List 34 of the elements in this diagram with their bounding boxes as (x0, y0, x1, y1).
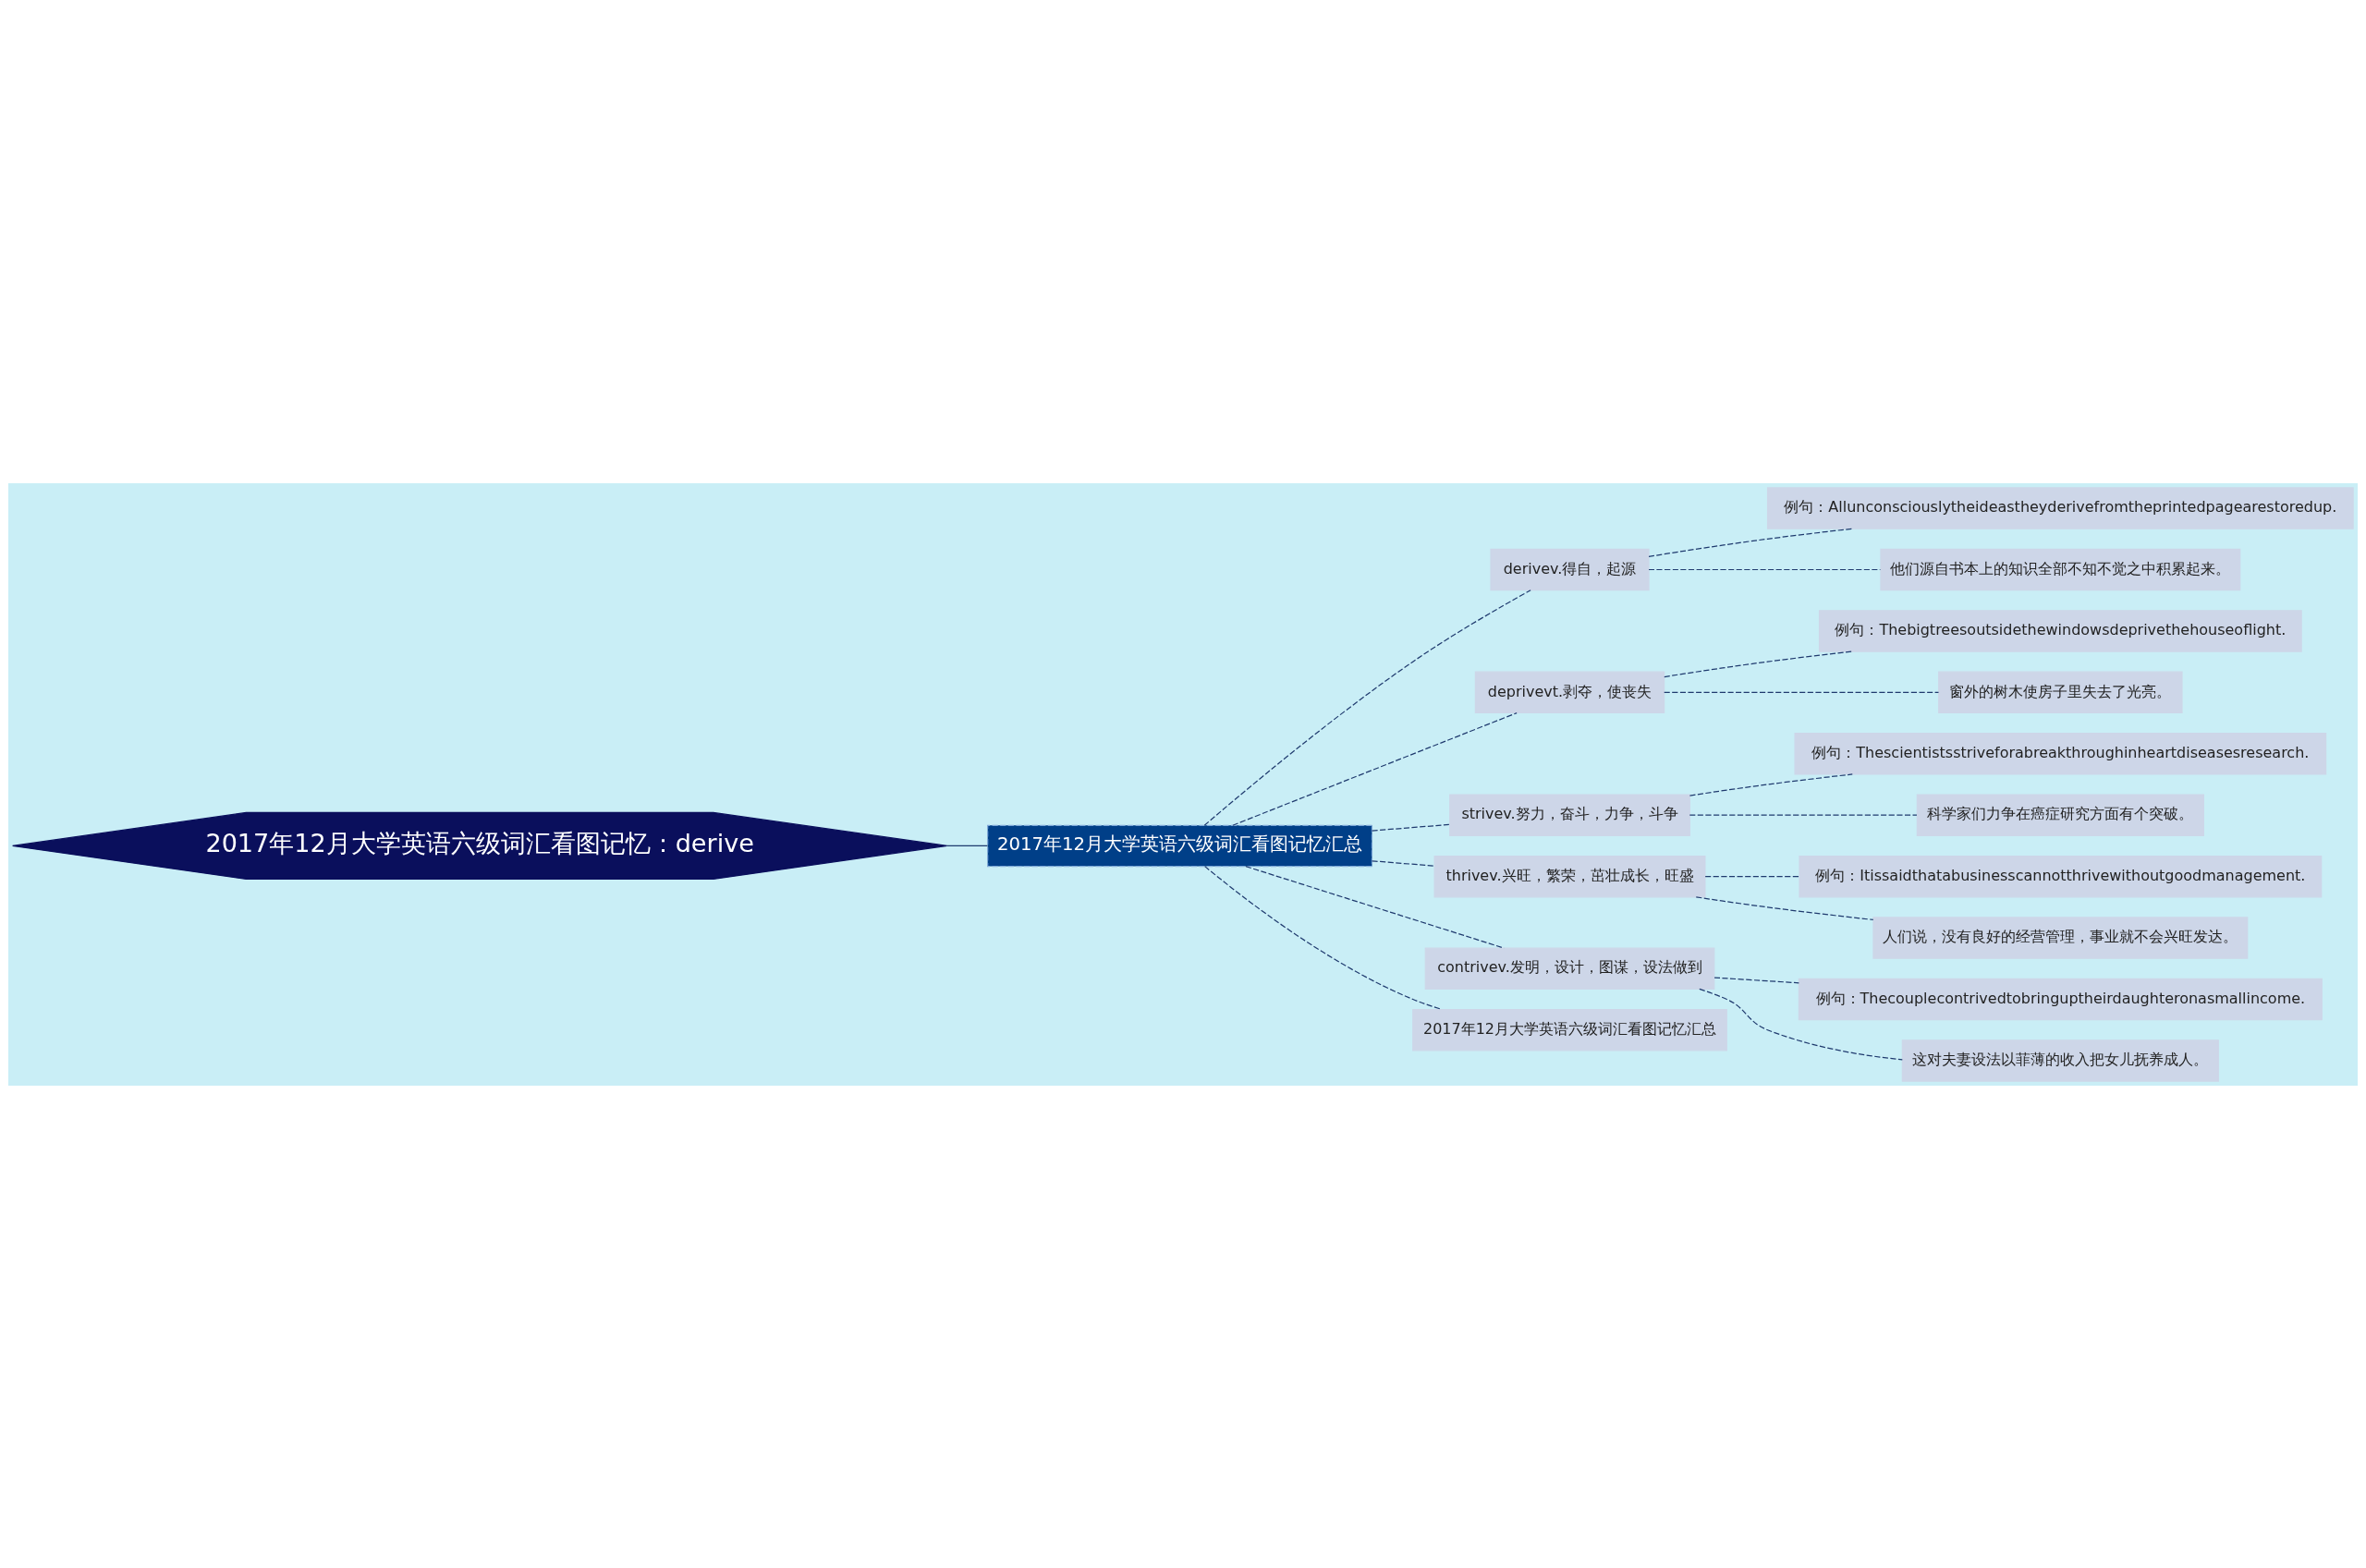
connector (1245, 865, 1505, 949)
node-box: contrivev.发明，设计，图谋，设法做到 (1424, 947, 1715, 990)
connector (1203, 589, 1531, 826)
connector (1695, 895, 1874, 920)
node-box: derivev.得自，起源 (1490, 548, 1650, 590)
node-box: 他们源自书本上的知识全部不知不觉之中积累起来。 (1880, 548, 2241, 590)
node-box: 例句：Thebigtreesoutsidethewindowsdeprivethehouseoflight. (1818, 609, 2302, 652)
node-box: deprivevt.剥夺，使丧失 (1474, 671, 1665, 713)
connector (1689, 814, 1918, 816)
connector (945, 845, 988, 846)
connector (1371, 823, 1450, 832)
node-box: 例句：Itissaidthatabusinesscannotthrivewithoutgoodmanagement. (1799, 855, 2323, 897)
connector (1204, 865, 1443, 1010)
node-box: 例句：Thescientistsstriveforabreakthroughinheartdiseasesresearch. (1794, 732, 2327, 775)
connector (1371, 859, 1435, 867)
node-box: 人们说，没有良好的经营管理，事业就不会兴旺发达。 (1872, 916, 2249, 959)
connector (1232, 711, 1518, 826)
connector (1704, 875, 1800, 877)
node-box: 科学家们力争在癌症研究方面有个突破。 (1916, 793, 2204, 836)
connector (1648, 568, 1882, 570)
connector (1664, 650, 1853, 677)
node-box: 这对夫妻设法以菲薄的收入把女儿抚养成人。 (1901, 1039, 2219, 1082)
node-box: 窗外的树木使房子里失去了光亮。 (1938, 671, 2183, 713)
node-box: 2017年12月大学英语六级词汇看图记忆汇总 (1412, 1008, 1727, 1051)
node-box: thrivev.兴旺，繁荣，茁壮成长，旺盛 (1433, 855, 1706, 897)
connector (1689, 772, 1853, 796)
node-box: 例句：Allunconsciouslytheideastheyderivefromtheprintedpagearestoredup. (1766, 486, 2354, 529)
node-box: 例句：Thecouplecontrivedtobringuptheirdaughteronasmallincome. (1798, 978, 2323, 1020)
node-box: strivev.努力，奋斗，力争，斗争 (1449, 793, 1690, 836)
node-box: 2017年12月大学英语六级词汇看图记忆汇总 (987, 824, 1373, 867)
connector (1714, 976, 1799, 983)
connector (1664, 691, 1940, 693)
connector (1648, 528, 1853, 557)
connector (1699, 988, 1903, 1060)
